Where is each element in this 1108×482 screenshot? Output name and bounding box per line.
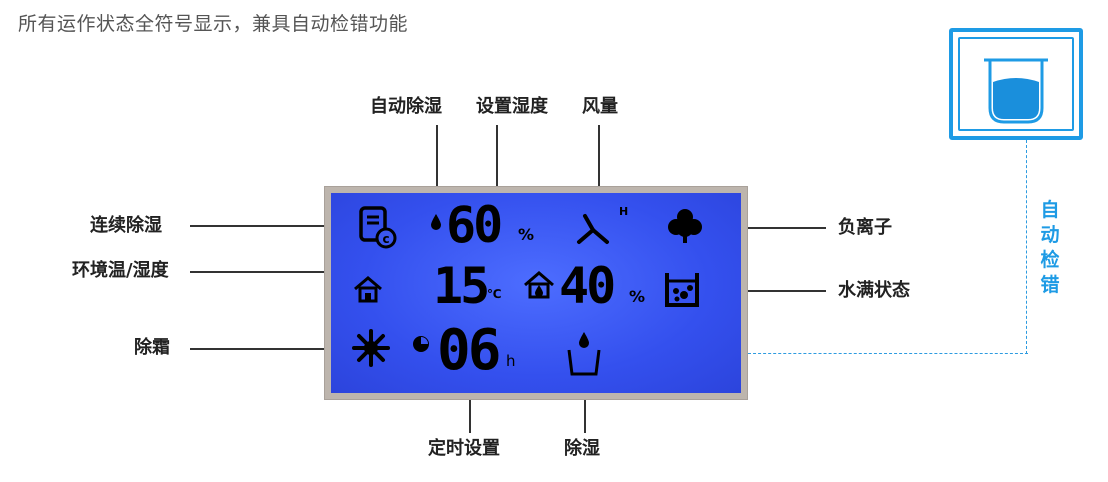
leader-negative-ion xyxy=(712,227,826,229)
label-ambient-temp-humidity: 环境温/湿度 xyxy=(72,260,169,281)
home-humidity-icon xyxy=(524,271,554,299)
timer-unit: h xyxy=(506,352,516,370)
water-bucket-icon xyxy=(984,58,1048,124)
leader-water-full xyxy=(712,290,826,292)
fan-level: H xyxy=(619,205,629,218)
continuous-dehumidify-icon: c xyxy=(359,206,397,249)
label-water-full: 水满状态 xyxy=(838,280,910,301)
home-icon xyxy=(354,276,382,303)
set-humidity-digits: 60 xyxy=(446,196,503,254)
clock-icon xyxy=(413,336,429,352)
fan-icon xyxy=(577,214,609,244)
svg-text:c: c xyxy=(382,232,389,246)
droplet-icon xyxy=(431,214,441,230)
self-check-dash-vertical xyxy=(1026,140,1027,354)
page-heading: 所有运作状态全符号显示，兼具自动检错功能 xyxy=(18,13,409,35)
leader-dehumidify xyxy=(584,393,586,433)
label-continuous-dehumidify: 连续除湿 xyxy=(90,215,162,236)
leader-set-humidity xyxy=(496,125,498,193)
label-set-humidity: 设置湿度 xyxy=(476,96,548,117)
water-tank-icon xyxy=(665,273,699,307)
label-timer-setting: 定时设置 xyxy=(428,438,500,459)
label-dehumidify: 除湿 xyxy=(564,438,600,459)
timer-digits: 06 xyxy=(437,318,501,383)
label-self-check: 自动检错 xyxy=(1040,199,1060,296)
ambient-temp-unit: ℃ xyxy=(487,287,502,301)
ambient-humidity-unit: % xyxy=(629,287,646,306)
self-check-inner xyxy=(958,37,1074,131)
set-humidity-unit: % xyxy=(518,225,535,244)
label-auto-dehumidify: 自动除湿 xyxy=(370,96,442,117)
ambient-temp-digits: 15 xyxy=(433,257,490,315)
leader-timer xyxy=(469,393,471,433)
label-fan-speed: 风量 xyxy=(582,96,618,117)
ambient-humidity-digits: 40 xyxy=(559,257,616,315)
leader-fan-speed xyxy=(598,125,600,193)
dehumidify-cup-icon xyxy=(567,332,601,376)
label-negative-ion: 负离子 xyxy=(838,217,892,238)
tree-icon xyxy=(668,209,702,243)
leader-auto-dehumidify xyxy=(436,125,438,193)
leader-continuous xyxy=(190,225,348,227)
label-defrost: 除霜 xyxy=(134,337,170,358)
self-check-dash-horizontal xyxy=(748,353,1028,354)
snowflake-icon xyxy=(352,329,390,367)
leader-ambient-1 xyxy=(190,271,434,273)
leader-defrost xyxy=(190,348,348,350)
